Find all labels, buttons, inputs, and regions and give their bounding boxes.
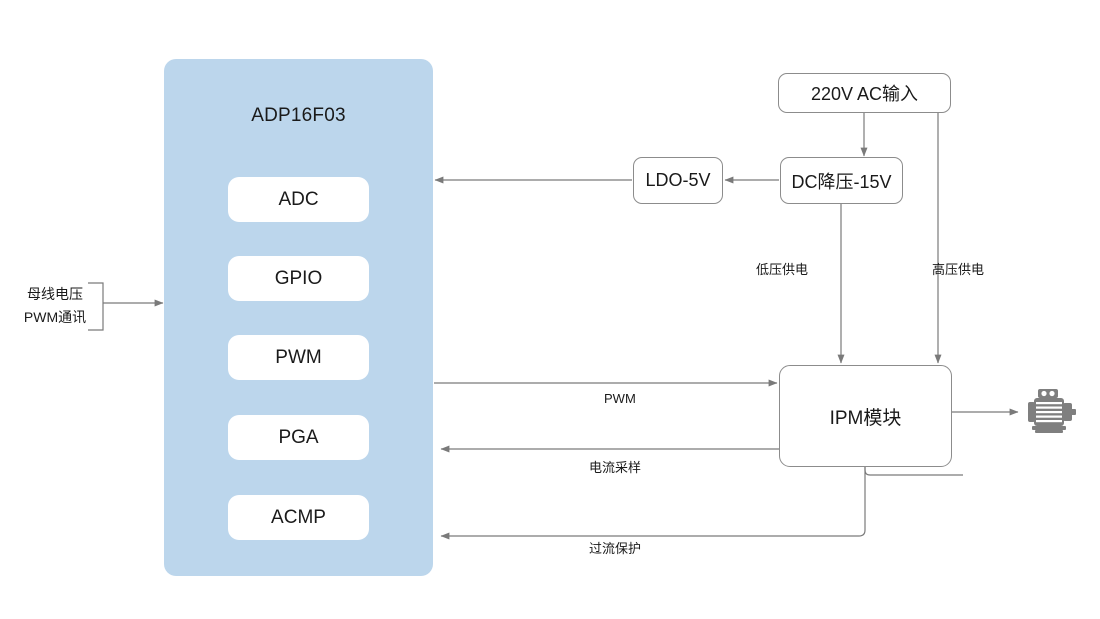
label-pwm-signal: PWM	[604, 391, 636, 406]
label-overcurrent-protection: 过流保护	[589, 541, 642, 556]
ipm-module-box[interactable]: IPM模块	[779, 365, 952, 467]
ldo-box[interactable]: LDO-5V	[633, 157, 723, 204]
mcu-module-adc[interactable]: ADC	[228, 177, 369, 222]
dc-buck-box[interactable]: DC降压-15V	[780, 157, 903, 204]
motor-icon	[1026, 388, 1082, 436]
label-low-voltage-supply: 低压供电	[756, 262, 809, 277]
mcu-module-acmp[interactable]: ACMP	[228, 495, 369, 540]
input-label-bus-voltage: 母线电压	[27, 286, 83, 302]
input-signal-labels: 母线电压 PWM通讯	[10, 283, 100, 329]
input-label-pwm-comm: PWM通讯	[23, 309, 87, 325]
mcu-module-gpio[interactable]: GPIO	[228, 256, 369, 301]
mcu-module-pwm[interactable]: PWM	[228, 335, 369, 380]
wire-overcurrent-protection	[440, 467, 866, 540]
label-high-voltage-supply: 高压供电	[932, 262, 985, 277]
mcu-title: ADP16F03	[251, 105, 346, 126]
ac-input-box[interactable]: 220V AC输入	[778, 73, 951, 113]
label-current-sampling: 电流采样	[589, 460, 642, 475]
motor-icon-glyph	[1028, 389, 1076, 433]
mcu-block[interactable]: ADP16F03 ADC GPIO PWM PGA ACMP	[164, 59, 433, 576]
mcu-module-pga[interactable]: PGA	[228, 415, 369, 460]
